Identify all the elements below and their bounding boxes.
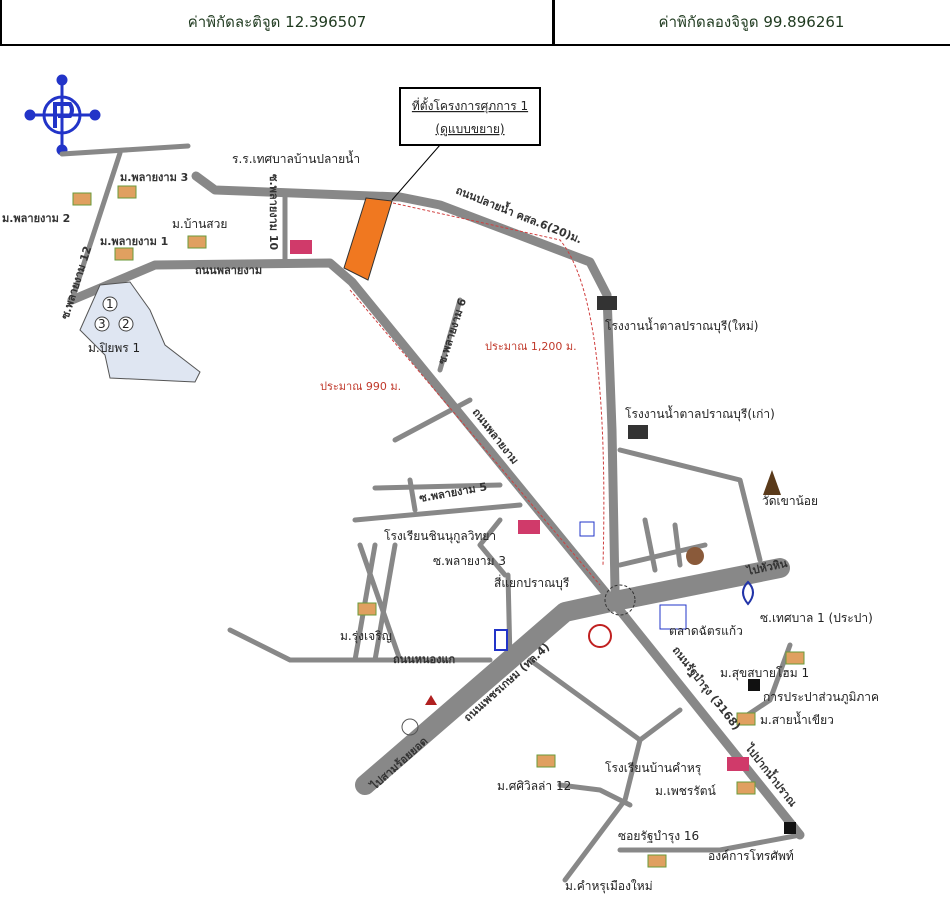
temple-icon — [763, 470, 781, 495]
label-plai-ngam-road: ถนนพลายงาม — [195, 264, 262, 277]
label-water-authority: การประปาส่วนภูมิภาค — [763, 690, 879, 705]
callout-line — [391, 144, 441, 201]
longitude-value: ค่าพิกัดลองจิจูด 99.896261 — [658, 13, 845, 31]
plai-nam-road — [191, 171, 620, 595]
distance-label-north: ประมาณ 1,200 ม. — [485, 340, 577, 353]
label-school-chinnukul: โรงเรียนชินนุกูลวิทยา — [384, 529, 496, 544]
label-m-plai-ngam-3: ม.พลายงาม 3 — [120, 171, 188, 184]
bank-logo-icon — [686, 547, 704, 565]
label-intersection: สี่แยกปราณบุรี — [494, 574, 570, 591]
house-icon — [72, 185, 805, 868]
phase-1-label: 1 — [106, 297, 114, 311]
plai-ngam-road — [67, 258, 805, 840]
label-m-petcharat: ม.เพชรรัตน์ — [655, 784, 716, 798]
project-parcel — [343, 197, 393, 281]
label-m-plai-ngam-1: ม.พลายงาม 1 — [100, 235, 168, 248]
label-nong-kae: ถนนหนองแก — [393, 653, 456, 666]
label-soi-tesaban-1: ซ.เทศบาล 1 (ประปา) — [760, 611, 873, 625]
bank-logo-icon — [494, 629, 508, 651]
label-school-khamru: โรงเรียนบ้านคำหรุ — [605, 761, 702, 776]
label-m-sasi-villa: ม.ศศิวิลล่า 12 — [497, 779, 571, 793]
label-m-sai-nam-khiao: ม.สายน้ำเขียว — [760, 711, 834, 727]
telephone-org-icon — [784, 822, 796, 834]
distance-route-north — [392, 202, 605, 566]
longitude-cell: ค่าพิกัดลองจิจูด 99.896261 — [553, 0, 950, 46]
label-market: ตลาดฉัตรแก้ว — [669, 624, 743, 638]
phase-2-label: 2 — [122, 317, 130, 331]
project-callout-box — [399, 87, 541, 146]
label-soi-6: ซ.พลายงาม 6 — [435, 296, 469, 366]
mitsubishi-icon — [425, 695, 437, 705]
label-m-piyaporn-1: ม.ปิยพร 1 — [88, 341, 140, 355]
label-m-ban-suay: ม.บ้านสวย — [172, 217, 227, 231]
compass-logo — [24, 74, 101, 156]
label-wat-khao-noi: วัดเขาน้อย — [762, 494, 818, 508]
project-subtitle: (ดูแบบขยาย) — [435, 122, 504, 137]
mazda-icon — [401, 718, 419, 736]
label-m-plai-ngam-2: ม.พลายงาม 2 — [2, 212, 70, 225]
piyaporn-estate: 1 2 3 ม.ปิยพร 1 — [79, 281, 201, 383]
label-soi-rat-bamrung-16: ซอยรัฐบำรุง 16 — [618, 829, 699, 844]
label-school-ban-plai-nam: ร.ร.เทศบาลบ้านปลายน้ำ — [232, 150, 360, 166]
distance-route-west — [349, 289, 601, 586]
water-authority-icon — [748, 679, 760, 691]
project-title: ที่ตั้งโครงการศุภการ 1 — [412, 97, 528, 114]
label-m-khamru-new-town: ม.คำหรุเมืองใหม่ — [565, 879, 653, 894]
label-sugar-old: โรงงานน้ำตาลปราณบุรี(เก่า) — [625, 405, 775, 422]
market-icon — [659, 604, 687, 630]
intersection-marker — [604, 584, 636, 616]
school-flag-icon — [290, 240, 749, 771]
latitude-cell: ค่าพิกัดละติจูด 12.396507 — [0, 0, 555, 46]
factory-icon — [597, 296, 648, 439]
phetkasem-road — [355, 558, 790, 795]
label-sugar-new: โรงงานน้ำตาลปราณบุรี(ใหม่) — [605, 317, 758, 334]
bank-logo-icon — [742, 580, 754, 606]
label-m-suksabai: ม.สุขสบายโฮม 1 — [720, 666, 809, 681]
kasikorn-bank-icon — [588, 624, 612, 648]
bank-logo-icon — [579, 521, 595, 537]
label-m-rung-charoen: ม.รุ่งเจริญ — [340, 629, 392, 644]
minor-roads — [59, 143, 803, 883]
label-soi-3: ซ.พลายงาม 3 — [433, 554, 506, 568]
label-soi-10: ซ.พลายงาม 10 — [267, 174, 280, 251]
phase-3-label: 3 — [98, 317, 106, 331]
distance-label-west: ประมาณ 990 ม. — [320, 380, 401, 393]
label-telephone-org: องค์การโทรศัพท์ — [708, 849, 794, 863]
latitude-value: ค่าพิกัดละติจูด 12.396507 — [187, 13, 367, 31]
